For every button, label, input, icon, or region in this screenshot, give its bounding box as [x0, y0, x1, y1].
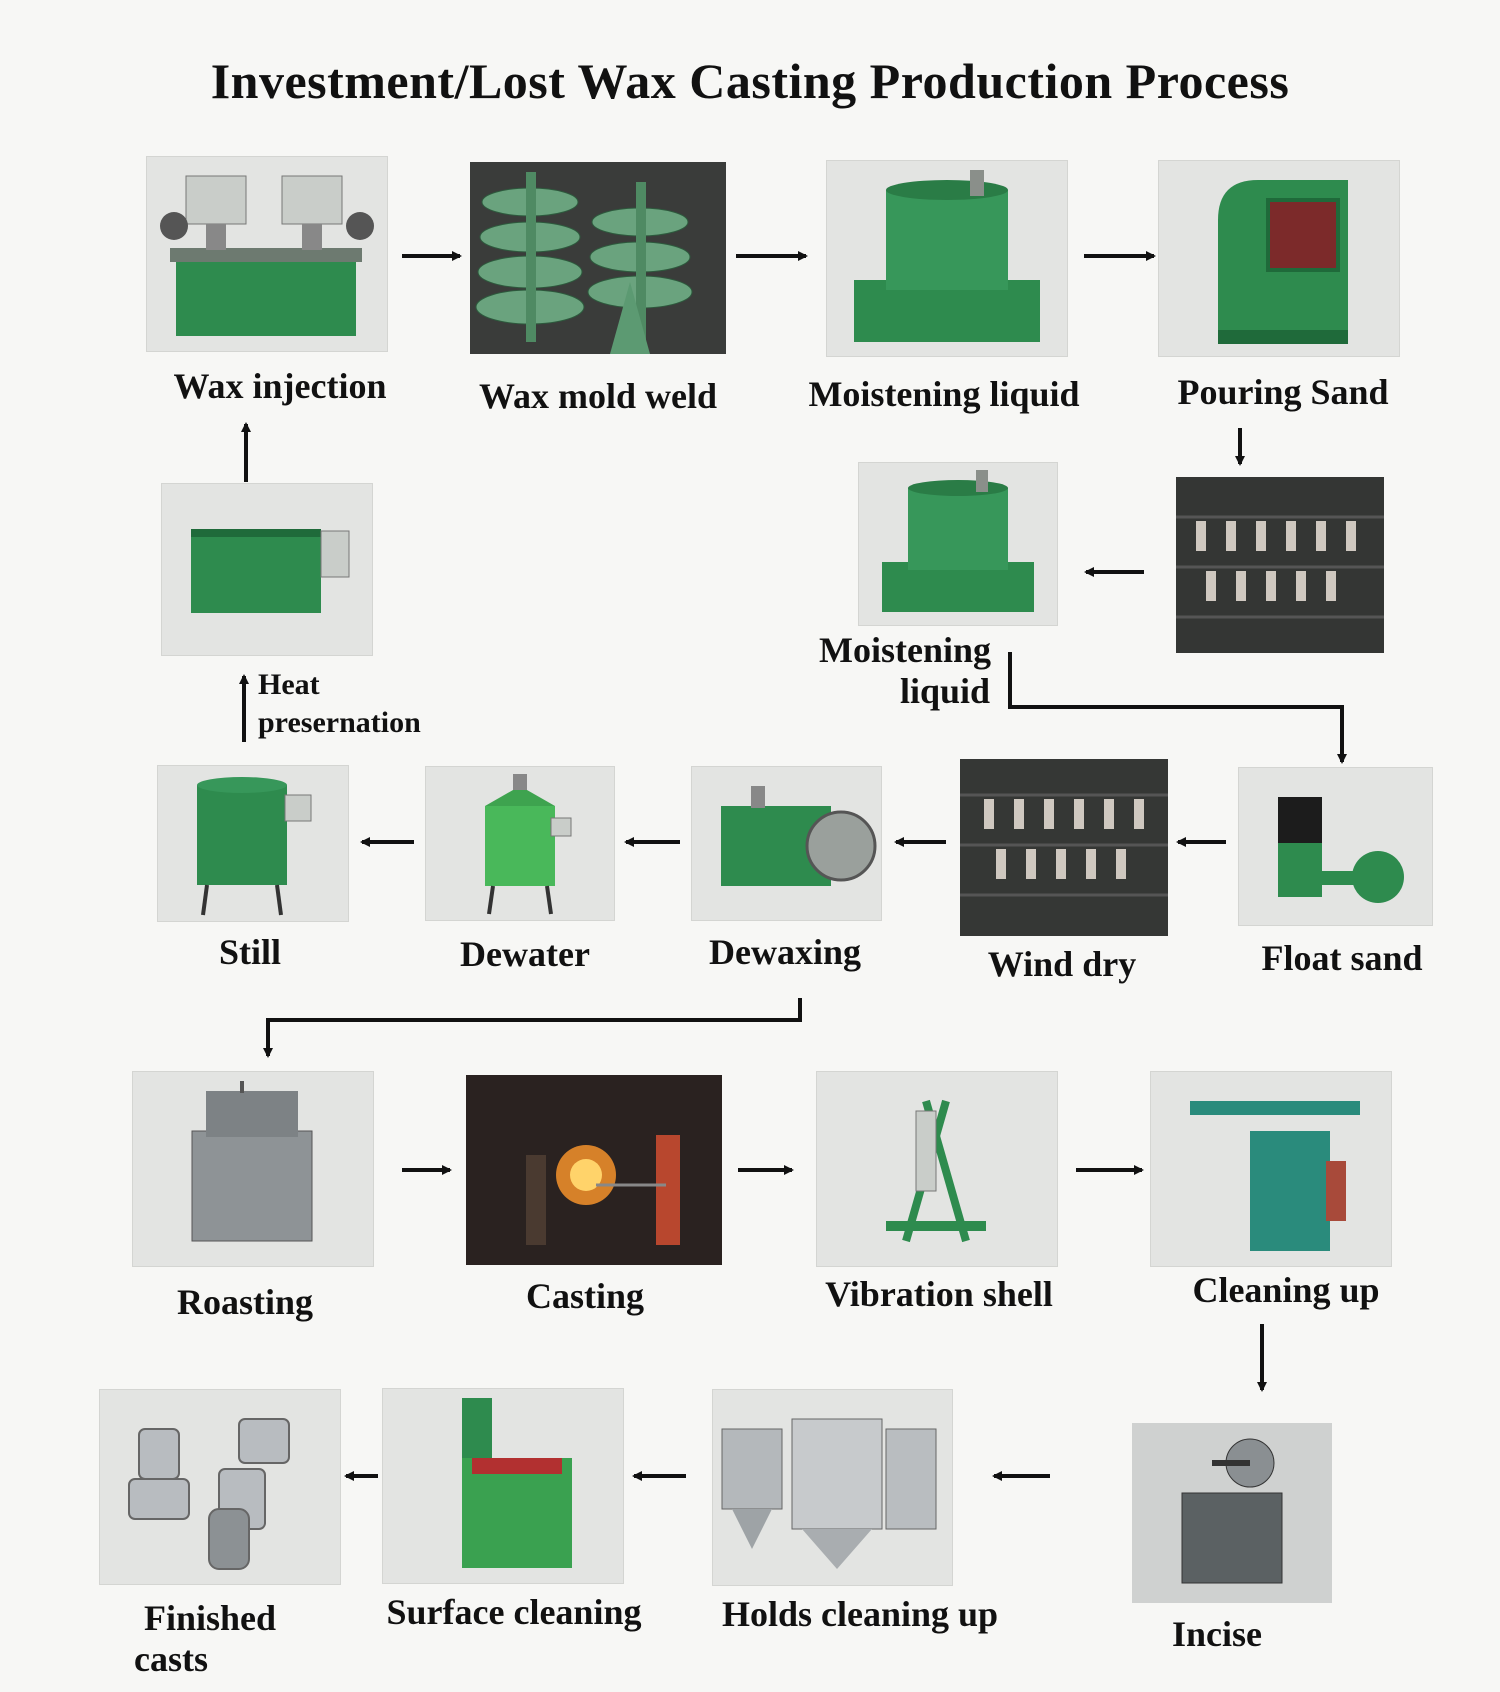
- label-pouring-sand: Pouring Sand: [1177, 372, 1389, 412]
- label-still: Still: [218, 932, 281, 972]
- moistening-liquid-photo: [826, 160, 1068, 357]
- pouring-sand-photo: [1158, 160, 1400, 357]
- label-dewaxing: Dewaxing: [709, 932, 861, 972]
- arrow-dewax-to-roasting: [263, 998, 802, 1058]
- label-heat-preservation-line1: Heat: [258, 668, 320, 701]
- dewaxing-photo: [691, 766, 882, 921]
- label-finished-casts-line2: casts: [134, 1639, 208, 1680]
- label-moistening-liquid: Moistening liquid: [808, 374, 1080, 414]
- label-wax-injection: Wax injection: [173, 366, 387, 406]
- incise-photo: [1132, 1423, 1332, 1603]
- label-moistening-liquid-2: Moistening liquid: [790, 630, 1020, 713]
- label-heat-preservation: Heat presernation: [258, 666, 478, 741]
- label-finished-casts: Finished casts: [110, 1598, 310, 1681]
- casting-photo: [466, 1075, 722, 1265]
- label-surface-cleaning: Surface cleaning: [386, 1592, 642, 1632]
- label-roasting: Roasting: [176, 1282, 314, 1322]
- holds-cleaning-up-photo: [712, 1389, 953, 1586]
- vibration-shell-photo: [816, 1071, 1058, 1267]
- arrow-moisten2-to-float: [1008, 652, 1347, 764]
- label-dewater: Dewater: [460, 934, 590, 974]
- surface-cleaning-photo: [382, 1388, 624, 1584]
- wax-injection-photo: [146, 156, 388, 352]
- label-casting: Casting: [525, 1276, 645, 1316]
- roasting-photo: [132, 1071, 374, 1267]
- finished-casts-photo: [99, 1389, 341, 1585]
- label-finished-casts-line1: Finished: [143, 1598, 277, 1638]
- label-moistening-liquid-2-line2: liquid: [899, 671, 991, 712]
- label-cleaning-up: Cleaning up: [1192, 1270, 1380, 1310]
- cleaning-up-photo: [1150, 1071, 1392, 1267]
- label-wind-dry: Wind dry: [987, 944, 1137, 984]
- float-sand-photo: [1238, 767, 1433, 926]
- heat-preservation-photo: [161, 483, 373, 656]
- label-moistening-liquid-2-line1: Moistening: [818, 630, 991, 670]
- label-holds-cleaning-up: Holds cleaning up: [721, 1594, 999, 1634]
- moistening-liquid-2-photo: [858, 462, 1058, 626]
- wind-dry-photo: [960, 759, 1168, 936]
- dewater-photo: [425, 766, 615, 921]
- diagram-title: Investment/Lost Wax Casting Production P…: [210, 53, 1290, 109]
- still-photo: [157, 765, 349, 922]
- wax-mold-weld-photo: [470, 162, 726, 354]
- label-incise: Incise: [1172, 1614, 1262, 1654]
- drying-rack-photo: [1176, 477, 1384, 653]
- label-float-sand: Float sand: [1261, 938, 1423, 978]
- label-vibration-shell: Vibration shell: [825, 1274, 1053, 1314]
- label-wax-mold-weld: Wax mold weld: [478, 376, 718, 416]
- label-heat-preservation-line2: presernation: [258, 705, 421, 739]
